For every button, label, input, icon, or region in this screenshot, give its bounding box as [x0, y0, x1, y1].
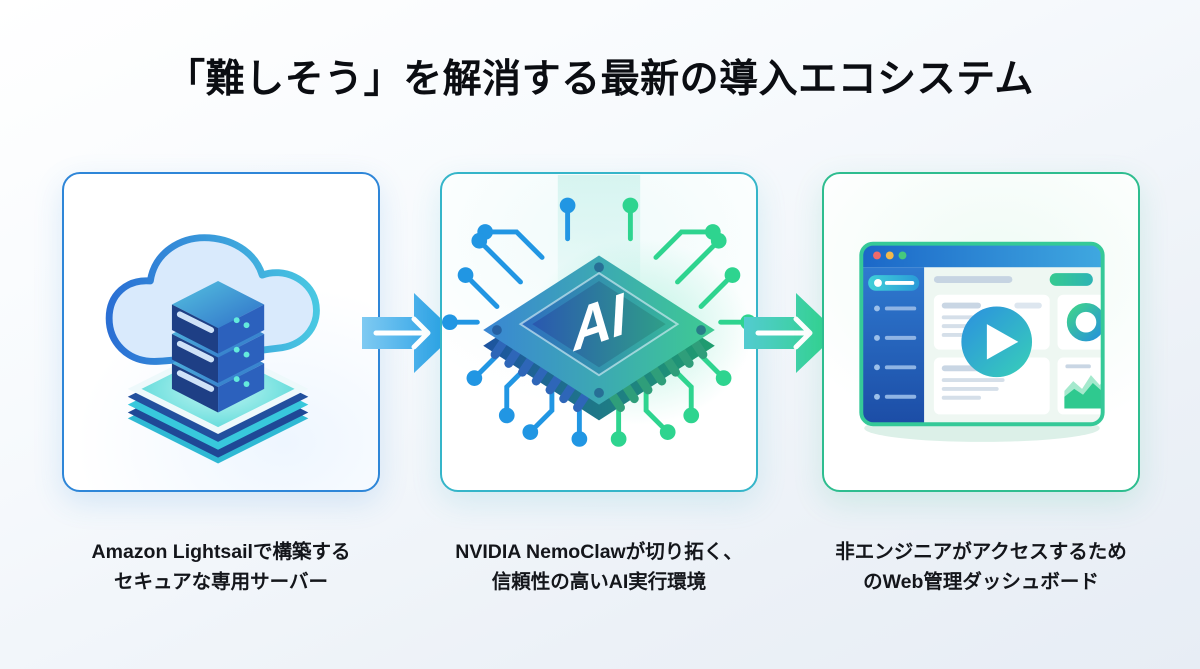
browser-window: [861, 243, 1103, 425]
sidebar-items: [874, 305, 917, 400]
donut-chart-card: [1057, 294, 1103, 350]
play-icon: [986, 324, 1019, 360]
caption-line: 信頼性の高いAI実行環境: [491, 571, 707, 593]
minimize-dot: [885, 251, 894, 260]
play-button: [961, 306, 1033, 378]
trace-nodes-left: [442, 197, 588, 447]
flow-arrow-1: [362, 283, 458, 383]
maximize-dot: [898, 251, 907, 260]
caption-line: 非エンジニアがアクセスするため: [835, 541, 1127, 563]
chip-screws: [492, 262, 706, 398]
content-card-bottom: [933, 357, 1050, 415]
server-stack: [171, 280, 265, 413]
caption-line: セキュアな専用サーバー: [114, 571, 328, 593]
arrow-right-icon: [744, 293, 838, 373]
ai-chip-icon: AI: [442, 175, 756, 447]
caption-line: Amazon Lightsailで構築する: [91, 541, 351, 563]
circuit-traces-right: [616, 209, 745, 435]
caption-lightsail: Amazon Lightsailで構築する セキュアな専用サーバー: [31, 537, 411, 597]
area-chart: [1064, 383, 1103, 409]
card-lightsail-server: [62, 172, 380, 492]
caption-line: NVIDIA NemoClawが切り拓く、: [455, 541, 743, 563]
flow-arrow-2: [744, 283, 840, 383]
window-titlebar: [861, 243, 1103, 268]
card-ai-chip: AI: [440, 172, 758, 492]
caption-dashboard: 非エンジニアがアクセスするため のWeb管理ダッシュボード: [791, 537, 1171, 597]
page-title: 「難しそう」を解消する最新の導入エコシステム: [166, 58, 1034, 101]
close-dot: [873, 251, 881, 260]
web-dashboard-icon: [859, 241, 1105, 442]
cloud-server-icon: [105, 234, 320, 464]
action-pill-button: [1049, 273, 1093, 286]
circuit-traces-left: [453, 209, 582, 435]
area-chart-card: [1057, 357, 1103, 415]
card-web-dashboard: [822, 172, 1140, 492]
arrow-right-icon: [362, 293, 456, 373]
chip-body: AI: [483, 255, 715, 421]
caption-line: のWeb管理ダッシュボード: [863, 571, 1099, 593]
caption-nemoclaw: NVIDIA NemoClawが切り拓く、 信頼性の高いAI実行環境: [409, 537, 789, 597]
